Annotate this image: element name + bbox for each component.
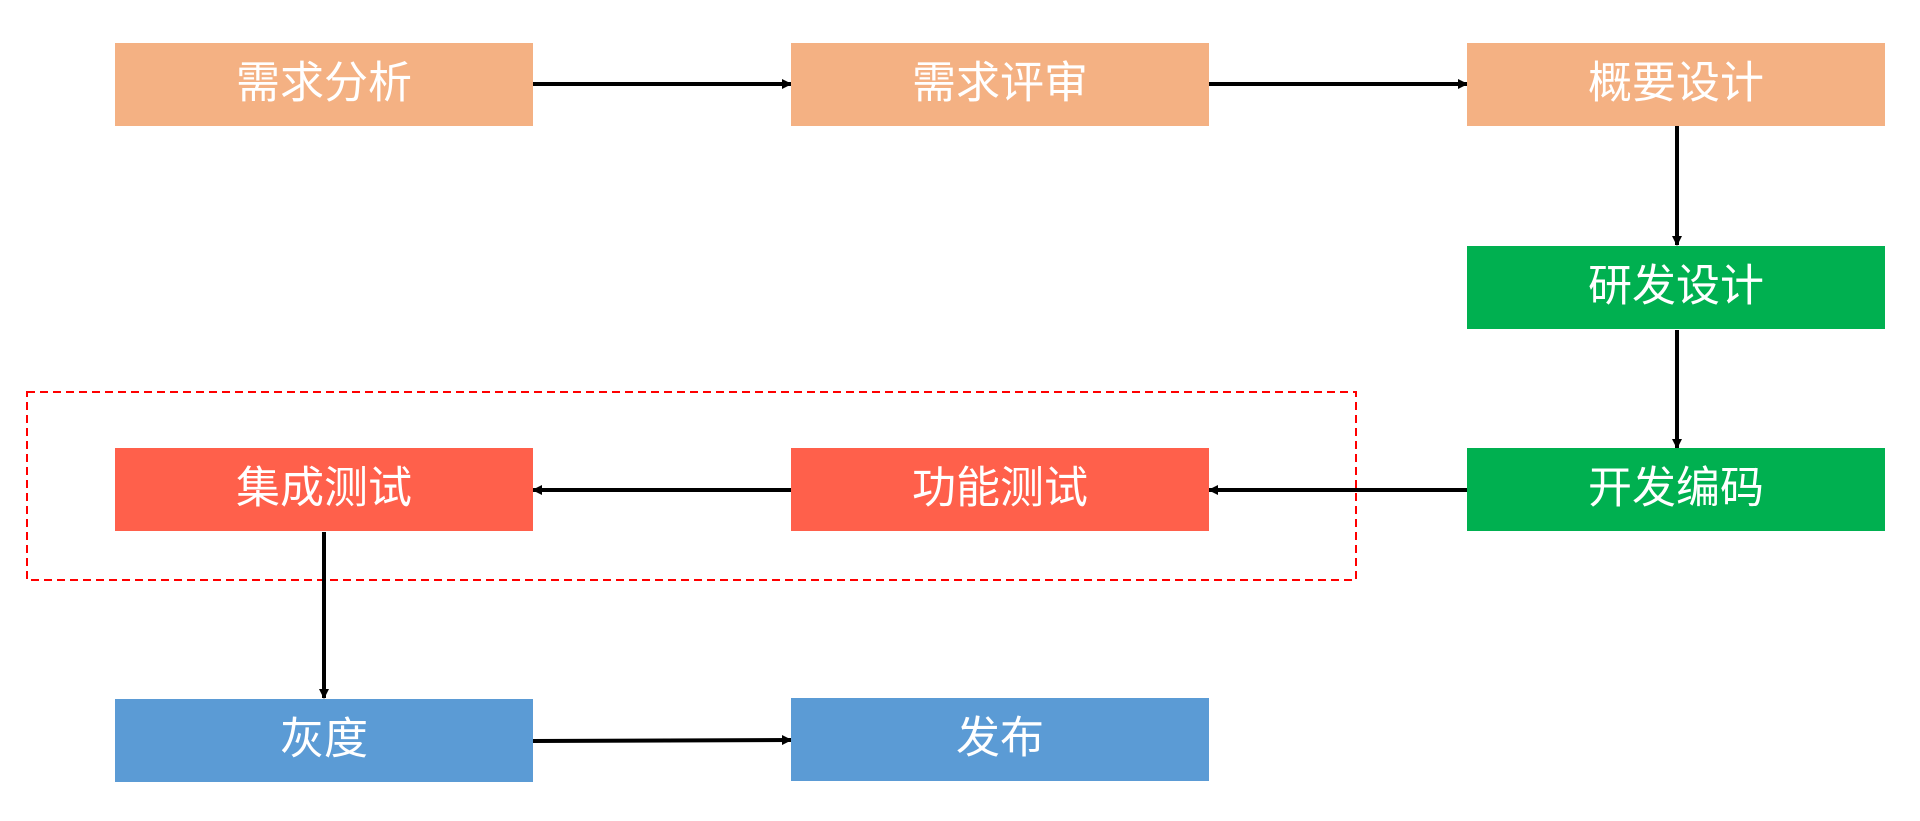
arrow-gray-to-release <box>532 735 792 746</box>
node-high-level-design: 概要设计 <box>1467 43 1885 126</box>
node-gray-release: 灰度 <box>115 699 533 782</box>
node-label: 概要设计 <box>1588 58 1764 109</box>
node-label: 灰度 <box>280 714 368 765</box>
node-box <box>791 448 1209 531</box>
node-requirement-analysis: 需求分析 <box>115 43 533 126</box>
node-label: 研发设计 <box>1588 261 1764 312</box>
node-label: 需求分析 <box>236 58 412 109</box>
node-box <box>115 448 533 531</box>
node-box <box>1467 448 1885 531</box>
node-label: 需求评审 <box>912 58 1088 109</box>
node-rd-design: 研发设计 <box>1467 246 1885 329</box>
node-label: 功能测试 <box>912 463 1088 514</box>
testing-stage-highlight <box>26 391 1357 581</box>
flow-arrows <box>319 79 1682 746</box>
node-label: 开发编码 <box>1588 463 1764 514</box>
node-box <box>1467 43 1885 126</box>
node-integration-testing: 集成测试 <box>115 448 533 531</box>
node-label: 集成测试 <box>236 463 412 514</box>
node-box <box>791 698 1209 781</box>
node-box <box>115 699 533 782</box>
node-release: 发布 <box>791 698 1209 781</box>
node-functional-testing: 功能测试 <box>791 448 1209 531</box>
node-development-coding: 开发编码 <box>1467 448 1885 531</box>
node-box <box>115 43 533 126</box>
node-box <box>1467 246 1885 329</box>
node-box <box>791 43 1209 126</box>
node-label: 发布 <box>956 713 1044 764</box>
node-requirement-review: 需求评审 <box>791 43 1209 126</box>
